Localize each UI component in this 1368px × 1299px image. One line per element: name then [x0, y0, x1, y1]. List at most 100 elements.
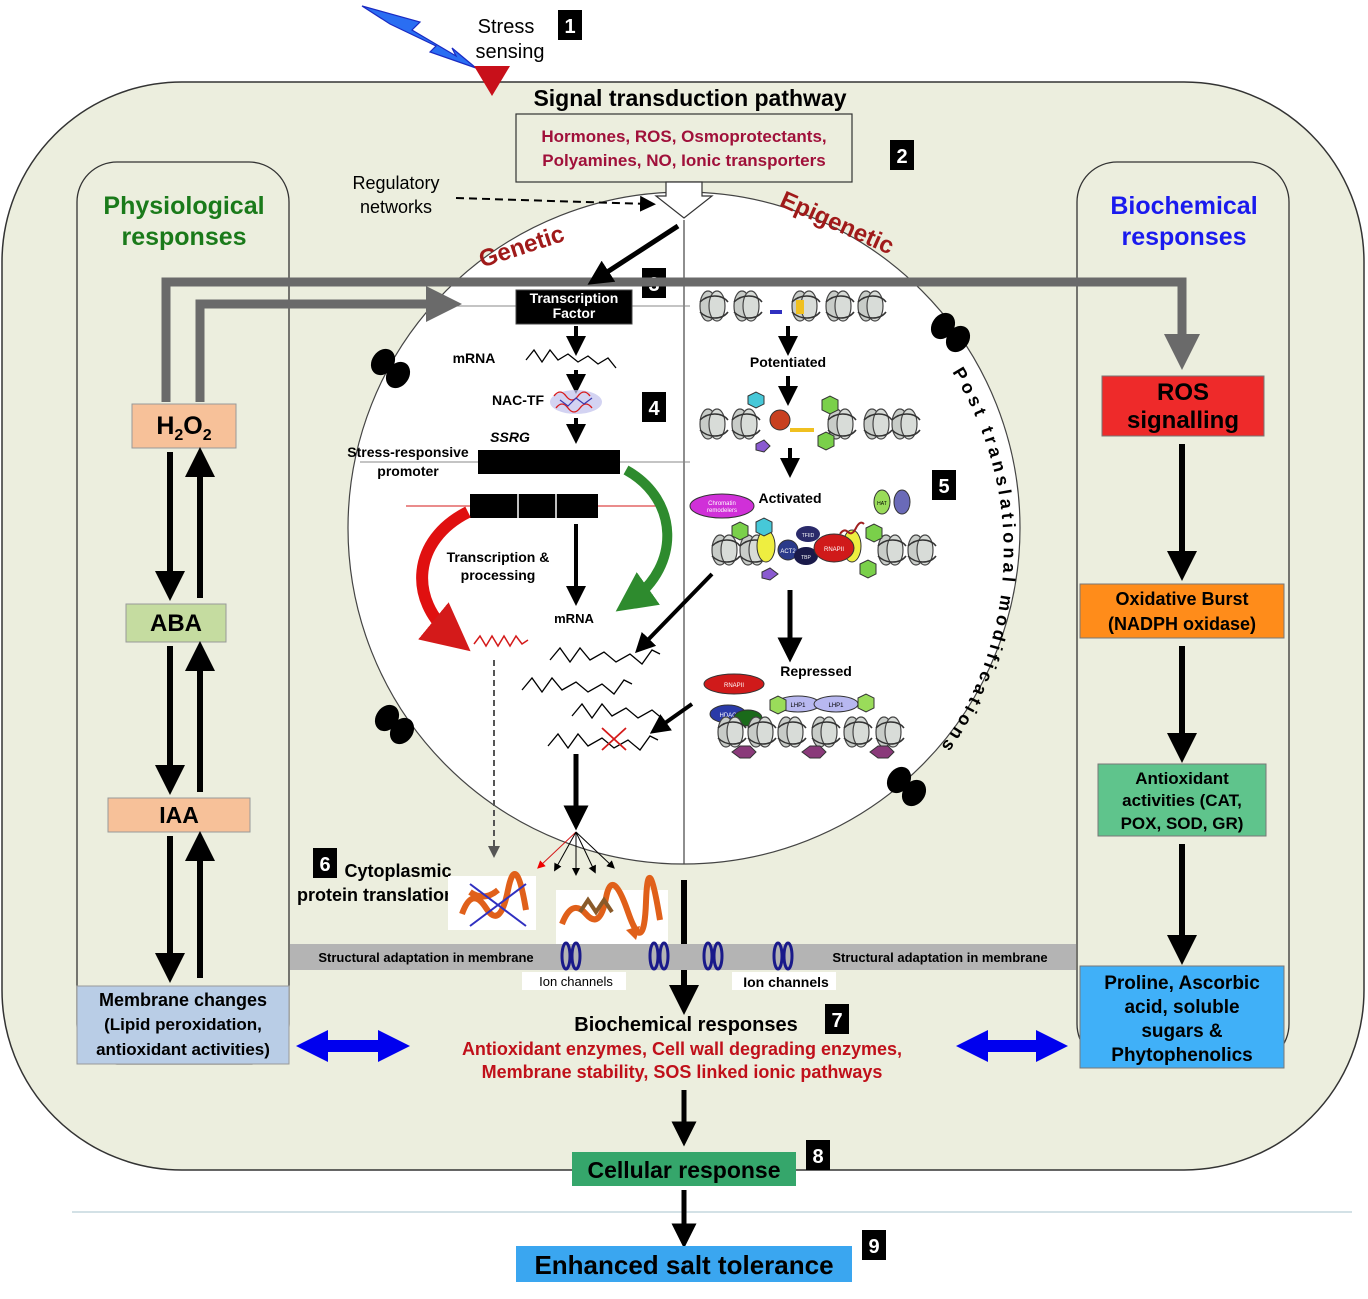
aba-box [125, 603, 227, 643]
h2o2-label: H2O2 [156, 412, 211, 444]
promoter-bar [478, 450, 620, 474]
ion-channel-icons [560, 941, 794, 971]
signal-line-2: Polyamines, NO, Ionic transporters [542, 151, 825, 170]
iaa-label: IAA [159, 802, 199, 828]
potentiated-label: Potentiated [750, 354, 826, 370]
ros-line-1: ROS [1157, 379, 1209, 406]
proline-box [1079, 965, 1285, 1069]
blue-double-arrow-right [956, 1030, 1068, 1062]
promoter-label-2: promoter [377, 463, 439, 479]
physio-title-1: Physiological [103, 192, 264, 220]
antiox-line-2: activities (CAT, [1122, 791, 1242, 810]
response-line-2: Membrane stability, SOS linked ionic pat… [482, 1062, 883, 1082]
red-curved-arrow [416, 506, 471, 652]
epi-to-mrna-arrow [635, 572, 714, 654]
svg-text:9: 9 [868, 1236, 879, 1258]
mrna-label-1: mRNA [453, 350, 496, 366]
nac-tf-label: NAC-TF [492, 392, 545, 408]
stress-marker-icon [474, 66, 510, 96]
repressed-to-mrna-arrow [649, 702, 694, 734]
antioxidant-box [1097, 763, 1267, 837]
iaa-box [107, 797, 251, 833]
signal-line-1: Hormones, ROS, Osmoprotectants, [541, 127, 826, 146]
mrna-label-2: mRNA [554, 611, 594, 626]
ion-channels-label-bg-2 [732, 972, 836, 990]
svg-text:LHP1: LHP1 [790, 703, 806, 709]
svg-text:4: 4 [648, 398, 660, 420]
tf-box [515, 289, 633, 325]
membrane-line-1: Membrane changes [99, 990, 267, 1010]
svg-text:ACT2: ACT2 [780, 549, 796, 555]
step-badge-2: 2 [890, 140, 914, 170]
antiox-line-3: POX, SOD, GR) [1121, 814, 1244, 833]
mrna-squiggles-group [521, 646, 665, 751]
mrna-cross-mark [601, 727, 627, 751]
activated-label: Activated [758, 490, 821, 506]
svg-text:6: 6 [319, 854, 330, 876]
proline-line-2: acid, soluble [1124, 997, 1239, 1018]
proline-line-1: Proline, Ascorbic [1104, 973, 1260, 994]
tf-line-1: Transcription [530, 290, 619, 306]
ion-channels-label-2: Ion channels [743, 974, 829, 990]
svg-text:1: 1 [564, 16, 575, 38]
transcription-processing-1: Transcription & [447, 549, 550, 565]
svg-text:RNAPII: RNAPII [824, 547, 844, 553]
signal-title: Signal transduction pathway [533, 85, 846, 111]
step-badge-1: 1 [558, 10, 582, 40]
svg-text:2: 2 [896, 146, 907, 168]
response-line-1: Antioxidant enzymes, Cell wall degrading… [462, 1039, 902, 1059]
aba-label: ABA [150, 610, 202, 637]
svg-text:HAT: HAT [877, 501, 887, 507]
nac-protein-icon [550, 390, 602, 414]
step-badge-5: 5 [932, 470, 956, 500]
folded-protein-icon [556, 874, 668, 946]
blue-double-arrow-left [296, 1030, 410, 1062]
h2o2-to-ros-gray-arrow [161, 277, 1200, 402]
membrane-band-left: Structural adaptation in membrane [318, 950, 533, 965]
signal-box [515, 113, 853, 183]
svg-text:remodelers: remodelers [707, 508, 737, 514]
tf-line-2: Factor [553, 305, 596, 321]
cellular-response-label: Cellular response [587, 1157, 780, 1183]
stress-label-1: Stress [478, 16, 535, 38]
step-badge-9: 9 [862, 1230, 886, 1260]
physio-title-2: responses [121, 223, 246, 251]
h2o2-box [131, 403, 237, 449]
biochem-title-1: Biochemical [1110, 192, 1257, 220]
membrane-changes-box [76, 985, 290, 1065]
svg-text:RNAPII: RNAPII [724, 683, 744, 689]
activated-complex: Chromatin remodelers HAT ACT2 TFIID TBP … [689, 489, 937, 581]
lightning-bolt-icon [361, 5, 477, 69]
promoter-label-1: Stress-responsive [347, 444, 469, 460]
cytoplasmic-label-1: Cytoplasmic [344, 861, 451, 881]
svg-text:5: 5 [938, 476, 949, 498]
regulatory-label-2: networks [360, 197, 432, 217]
repressed-label: Repressed [780, 663, 852, 679]
green-curved-arrow [615, 465, 673, 612]
step-badge-4: 4 [642, 392, 666, 422]
ion-channels-label-bg-1 [522, 972, 626, 990]
svg-text:7: 7 [831, 1010, 842, 1032]
tolerance-label: Enhanced salt tolerance [534, 1250, 833, 1280]
mrna-squiggle-1 [525, 348, 617, 369]
transcription-processing-2: processing [461, 567, 536, 583]
burst-line-2: (NADPH oxidase) [1108, 614, 1256, 634]
proline-line-3: sugars & [1141, 1021, 1223, 1042]
stress-label-2: sensing [476, 41, 545, 63]
membrane-line-3: antioxidant activities) [96, 1040, 270, 1059]
step-badge-6: 6 [313, 848, 337, 878]
regulatory-dashed-arrow [455, 195, 656, 212]
svg-text:TBP: TBP [801, 555, 811, 561]
svg-text:Chromatin: Chromatin [708, 501, 736, 507]
step-badge-7: 7 [825, 1004, 849, 1034]
ros-line-2: signalling [1127, 407, 1239, 434]
membrane-band [290, 944, 1076, 970]
ion-channels-label-1: Ion channels [539, 974, 613, 989]
biochem-title-2: responses [1121, 223, 1246, 251]
ssrg-label: SSRG [490, 429, 530, 445]
step-badge-8: 8 [806, 1140, 830, 1170]
physio-arrows [155, 447, 215, 983]
ros-signalling-box [1101, 375, 1265, 437]
svg-text:TFIID: TFIID [802, 533, 815, 539]
